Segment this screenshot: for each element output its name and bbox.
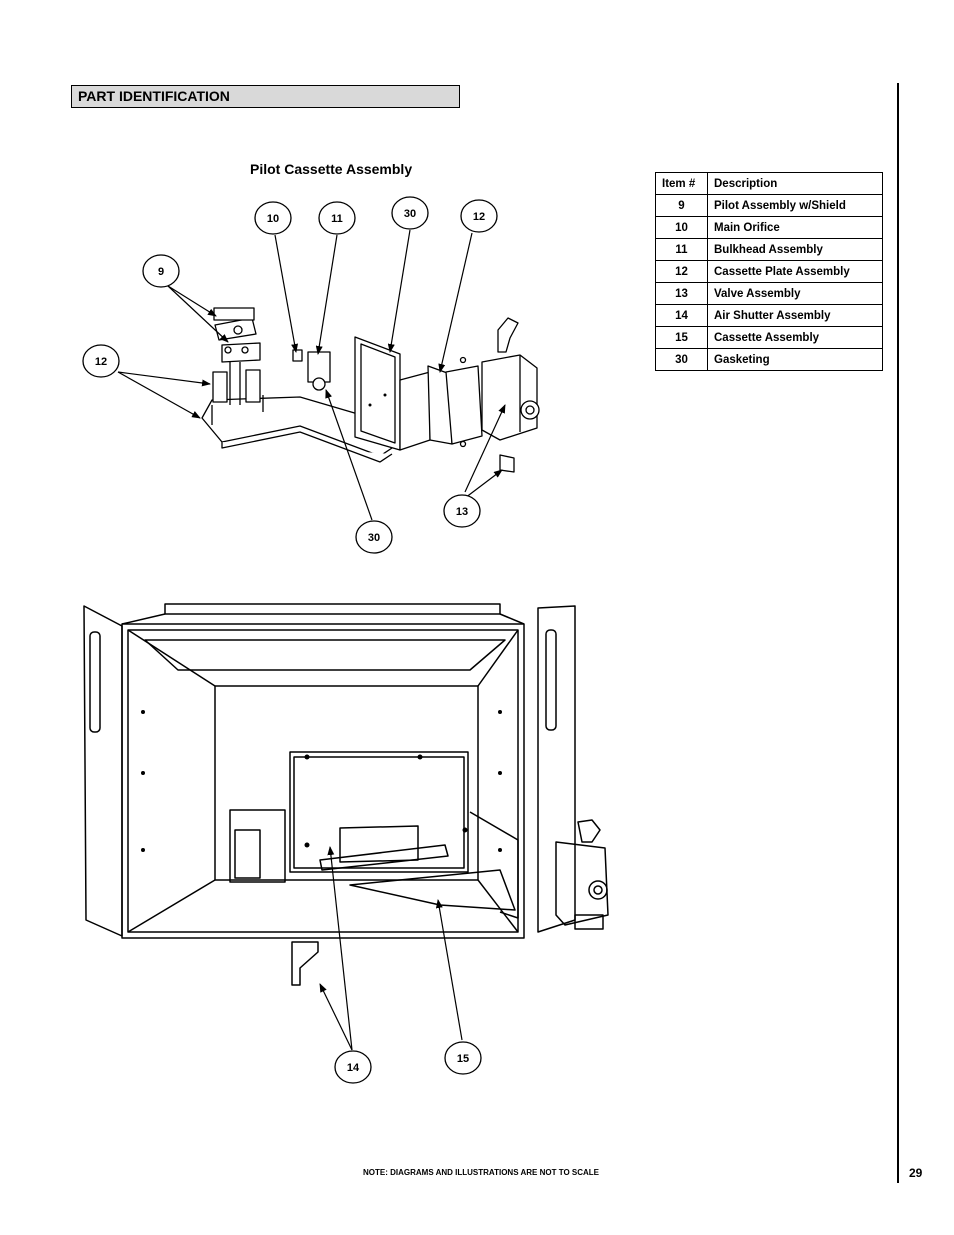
- svg-text:11: 11: [331, 213, 343, 225]
- figure-title: Pilot Cassette Assembly: [250, 161, 413, 177]
- scale-note: NOTE: DIAGRAMS AND ILLUSTRATIONS ARE NOT…: [363, 1168, 599, 1177]
- margin-rule: [897, 83, 899, 1183]
- callout-13: 13: [443, 494, 481, 528]
- svg-text:10: 10: [267, 213, 279, 225]
- svg-text:13: 13: [456, 506, 468, 518]
- item-description: Cassette Assembly: [707, 326, 883, 349]
- fastener-dots: [141, 393, 502, 852]
- item-description: Valve Assembly: [707, 282, 883, 305]
- svg-text:12: 12: [473, 211, 485, 223]
- svg-text:30: 30: [368, 532, 380, 544]
- column-header-item: Item #: [655, 172, 708, 195]
- svg-text:30: 30: [404, 208, 416, 220]
- firebox-assembly-view: [83, 603, 609, 986]
- callout-30-top: 30: [391, 196, 429, 230]
- item-description: Gasketing: [707, 348, 883, 371]
- callout-9: 9: [142, 254, 180, 288]
- svg-text:15: 15: [457, 1053, 469, 1065]
- svg-text:9: 9: [158, 266, 164, 278]
- callout-11: 11: [318, 201, 356, 235]
- callout-12-top: 12: [460, 199, 498, 233]
- section-header: PART IDENTIFICATION: [71, 85, 460, 108]
- callout-15: 15: [444, 1041, 482, 1075]
- table-header-row: Item # Description: [655, 172, 883, 195]
- callout-14: 14: [334, 1050, 372, 1084]
- item-number: 30: [655, 348, 708, 371]
- callout-10: 10: [254, 201, 292, 235]
- svg-text:12: 12: [95, 356, 107, 368]
- svg-text:14: 14: [347, 1062, 360, 1074]
- leader-lines: [117, 229, 506, 1051]
- callout-30-bottom: 30: [355, 520, 393, 554]
- item-number: 13: [655, 282, 708, 305]
- item-number: 11: [655, 238, 708, 261]
- callout-12-left: 12: [82, 344, 120, 378]
- page-number: 29: [909, 1166, 923, 1180]
- pilot-cassette-exploded-view: [201, 307, 540, 473]
